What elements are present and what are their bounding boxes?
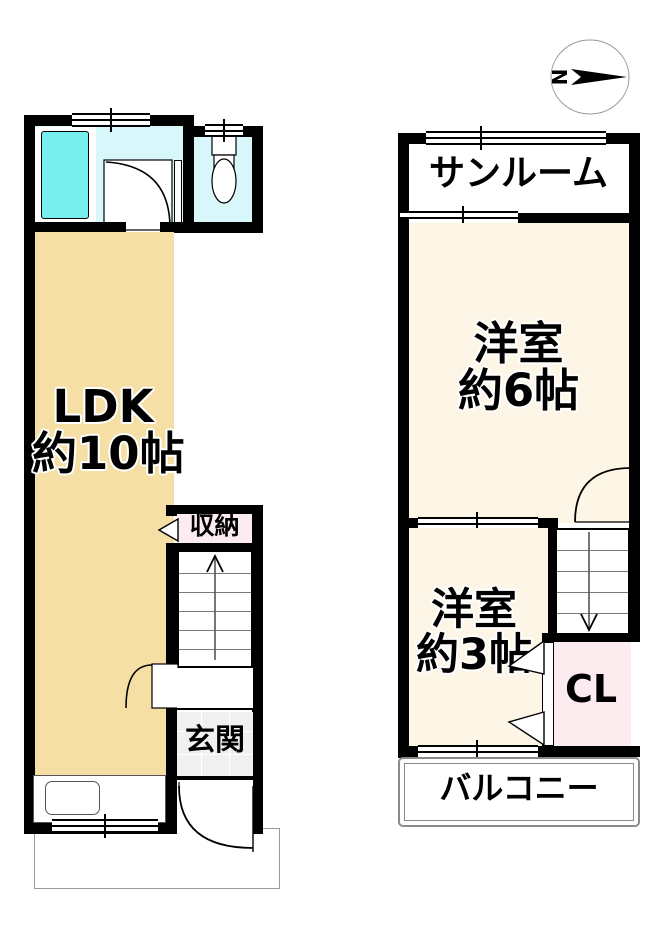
sunroom-window-top-mullion	[480, 126, 482, 150]
wall-f2-stair-left	[548, 528, 557, 641]
ldk-window-mullion	[104, 814, 106, 838]
wall-f2-stair-right	[629, 466, 640, 641]
stair-up-arrow	[200, 552, 230, 662]
sunroom-sliding-door-mullion	[462, 206, 464, 230]
storage-door-indicator[interactable]	[157, 517, 180, 543]
genkan-fill	[177, 712, 253, 776]
wall-f2-bed6-left	[398, 218, 409, 528]
wall-f1-bath-left	[24, 115, 35, 233]
corridor-f1	[177, 668, 253, 710]
storage-label: 収納	[189, 511, 240, 540]
wall-f1-corridor-left-lower	[166, 700, 177, 834]
wall-f1-wet-mid-vert	[183, 115, 194, 133]
ldk-label-line1: LDK	[52, 380, 154, 433]
wall-f2-sunroom-right	[629, 133, 640, 223]
bedroom3-balcony-door-mullion	[476, 740, 478, 764]
sunroom-label: サンルーム	[429, 153, 608, 194]
genkan-tile-v1	[201, 712, 202, 776]
bathroom-door[interactable]	[103, 159, 176, 232]
bathtub	[41, 131, 89, 219]
ldk-label-line2: 約10帖	[32, 427, 185, 481]
wall-f2-stair-bottom	[548, 633, 640, 642]
entry-approach-outline	[34, 828, 280, 889]
wall-f1-left	[24, 225, 35, 834]
closet-fill	[551, 642, 631, 746]
wall-f2-bed3-left	[398, 518, 409, 758]
bedroom6-label: 洋室 約6帖	[406, 320, 631, 415]
bedroom6-label-line2: 約6帖	[457, 364, 580, 418]
sunroom-window-top	[426, 131, 606, 145]
bedroom3-label-line2: 約3帖	[416, 630, 532, 681]
wall-f1-corridor-left-upper	[166, 543, 177, 668]
closet-door-panel[interactable]	[542, 642, 554, 746]
bedroom-divider-opening-mullion	[476, 512, 478, 535]
bathroom-window-mullion	[110, 108, 112, 132]
closet-door-indicator-bottom[interactable]	[507, 710, 546, 747]
bedroom6-label-line1: 洋室	[473, 317, 564, 370]
bedroom3-label-line1: 洋室	[431, 585, 517, 635]
wall-f1-toilet-right	[252, 126, 263, 233]
wall-f1-bath-right-of-door	[183, 133, 194, 225]
ldk-fill	[32, 232, 174, 828]
wall-f2-sunroom-bottom	[398, 213, 640, 224]
closet-label: CL	[564, 667, 618, 711]
genkan-tile-h2	[177, 754, 253, 755]
wall-f1-toilet-bottom	[160, 222, 263, 233]
ldk-label: LDK 約10帖	[32, 380, 185, 478]
wall-f1-storage-bottom	[177, 543, 263, 550]
wall-f1-bath-bottom	[24, 222, 126, 233]
balcony-label: バルコニー	[439, 769, 599, 807]
genkan-tile-v2	[229, 712, 230, 776]
genkan-tile-h1	[177, 731, 253, 732]
bedroom3-label: 洋室 約3帖	[400, 585, 548, 681]
sunroom-fill	[406, 143, 631, 218]
ldk-door[interactable]	[125, 663, 179, 712]
floor2-plan: サンルーム 洋室 約6帖	[380, 0, 657, 944]
wall-f1-storage-top	[166, 505, 263, 516]
toilet-window-mullion	[223, 119, 225, 142]
balcony-inner-outline	[404, 763, 634, 821]
stair-down-arrow	[574, 530, 604, 634]
storage-fill	[177, 514, 252, 544]
balcony-fill	[398, 757, 640, 827]
wall-f2-sunroom-left	[398, 133, 409, 223]
wall-f2-bed6-right	[629, 218, 640, 468]
wall-f1-corridor-right	[252, 505, 263, 834]
entrance-door[interactable]	[175, 780, 259, 856]
north-arrow-compass: N	[545, 38, 635, 116]
north-label: N	[548, 69, 572, 86]
closet-door-indicator-top[interactable]	[507, 639, 546, 676]
bedroom3-fill	[406, 528, 548, 746]
genkan-label: 玄関	[185, 723, 245, 758]
wall-f1-genkan-step	[177, 776, 263, 780]
bedroom6-door[interactable]	[573, 466, 633, 524]
kitchen-sink	[45, 781, 100, 815]
toilet-fixture	[200, 132, 248, 219]
floor1-plan: 収納 玄関	[0, 0, 300, 944]
bedroom6-fill	[406, 223, 631, 523]
